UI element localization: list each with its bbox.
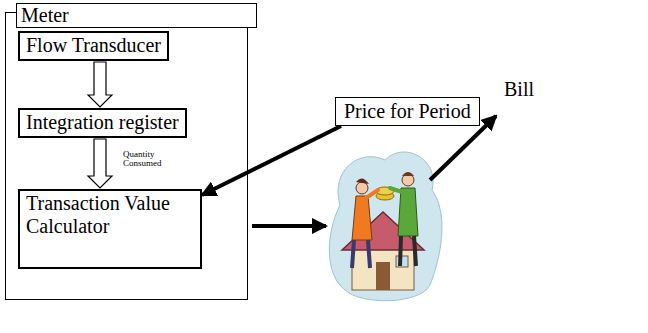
process-box: Integration register <box>18 108 187 138</box>
box-label: Integration register <box>26 111 179 134</box>
box-label: Flow Transducer <box>26 34 161 57</box>
input-box: Price for Period <box>335 97 480 126</box>
process-box: Transaction Value Calculator <box>18 189 202 269</box>
box-label: Price for Period <box>344 100 471 123</box>
process-box: Flow Transducer <box>18 31 169 61</box>
input-arrow <box>202 126 341 195</box>
edge-label: Quantity Consumed <box>122 150 180 170</box>
household-clipart <box>329 152 442 301</box>
box-label: Transaction Value Calculator <box>26 192 194 238</box>
output-label: Bill <box>504 78 534 101</box>
bill-arrow <box>252 224 326 228</box>
flow-arrow <box>88 139 112 188</box>
flow-arrow <box>88 62 112 107</box>
group-title: Meter <box>16 3 257 28</box>
